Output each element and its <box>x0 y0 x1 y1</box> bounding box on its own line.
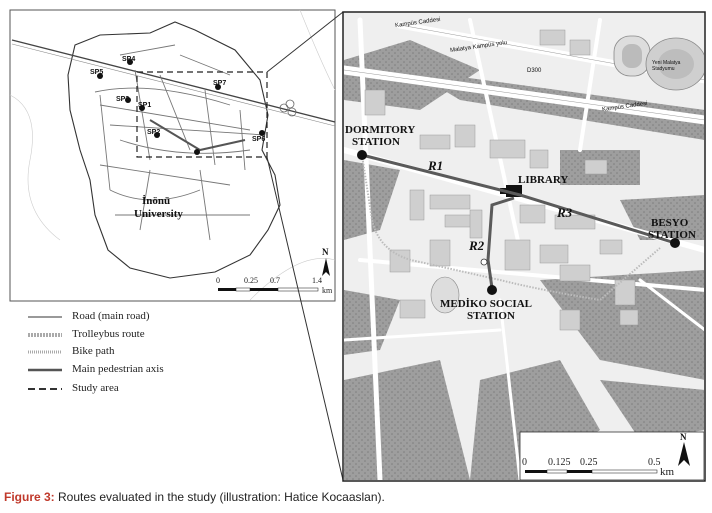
stadium-label: Yeni Malatya Stadyumu <box>652 60 681 72</box>
overview-scale-unit: km <box>322 286 333 295</box>
mediko-label-line2: STATION <box>467 310 515 322</box>
overview-scale-bar <box>218 287 319 292</box>
university-label-line1: İnönü <box>142 195 171 207</box>
overview-scale-025: 0.25 <box>244 276 258 285</box>
legend-pedestrian: Main pedestrian axis <box>72 363 164 375</box>
detail-map <box>342 11 706 482</box>
besyo-label-line2: STATION <box>648 229 696 241</box>
campus-boundary <box>67 21 281 279</box>
route-r1-label: R1 <box>428 158 444 173</box>
route-r2 <box>486 196 515 289</box>
legend-trolleybus: Trolleybus route <box>72 328 145 340</box>
legend-bike: Bike path <box>72 345 115 357</box>
station-code-sp5: SP5 <box>90 69 104 76</box>
detail-scale-bar <box>525 469 658 474</box>
detail-north-arrow <box>678 442 690 466</box>
dormitory-label-line2: STATION <box>352 136 400 148</box>
caption-label: Figure 3: <box>4 490 55 504</box>
mediko-station-marker <box>487 285 497 295</box>
buildings <box>364 29 639 331</box>
route-r2-label: R2 <box>469 238 485 253</box>
detail-scale-05: 0.5 <box>648 457 661 468</box>
legend-symbols <box>28 316 62 390</box>
station-code-sp6: SP6 <box>252 136 266 143</box>
detail-scale-unit: km <box>660 466 675 478</box>
legend-study-area: Study area <box>72 382 119 394</box>
overview-north-label: N <box>322 247 329 257</box>
besyo-station-marker <box>670 238 680 248</box>
connector-bottom <box>266 156 344 481</box>
overview-stations <box>97 59 265 155</box>
station-code-sp7: SP7 <box>213 80 227 87</box>
station-code-sp1: SP1 <box>138 102 152 109</box>
station-code-sp3: SP3 <box>116 96 130 103</box>
route-r1-r3 <box>361 153 676 245</box>
overview-scale-14: 1.4 <box>312 276 322 285</box>
overview-scale-0: 0 <box>216 276 220 285</box>
detail-scale-0: 0 <box>522 457 527 468</box>
study-area-box <box>136 71 268 158</box>
station-code-sp2: SP2 <box>147 129 161 136</box>
connector-top <box>266 11 344 73</box>
dormitory-label-line1: DORMITORY <box>345 124 416 136</box>
overview-scale-07: 0.7 <box>270 276 280 285</box>
overview-map <box>9 9 336 302</box>
caption-text: Routes evaluated in the study (illustrat… <box>54 490 385 504</box>
detail-scale-025: 0.25 <box>580 457 598 468</box>
route-r3-label: R3 <box>557 205 573 220</box>
street-label-3: D300 <box>527 68 542 74</box>
detail-scale-0125: 0.125 <box>548 457 571 468</box>
figure-caption: Figure 3: Routes evaluated in the study … <box>4 490 708 508</box>
main-road <box>11 39 336 123</box>
besyo-label-line1: BESYO <box>651 217 689 229</box>
campus-roads <box>94 44 266 241</box>
library-label: LIBRARY <box>518 174 569 186</box>
university-label-line2: University <box>134 208 183 220</box>
station-code-sp4: SP4 <box>122 56 136 63</box>
mosque-marker <box>480 258 488 266</box>
mediko-label-line1: MEDİKO SOCIAL <box>440 298 532 310</box>
detail-north-label: N <box>680 432 687 442</box>
overview-north-arrow <box>322 258 330 276</box>
dormitory-station-marker <box>357 150 367 160</box>
legend-road: Road (main road) <box>72 310 150 322</box>
sports-field <box>430 276 460 314</box>
overview-pedestrian-axis <box>149 119 246 152</box>
